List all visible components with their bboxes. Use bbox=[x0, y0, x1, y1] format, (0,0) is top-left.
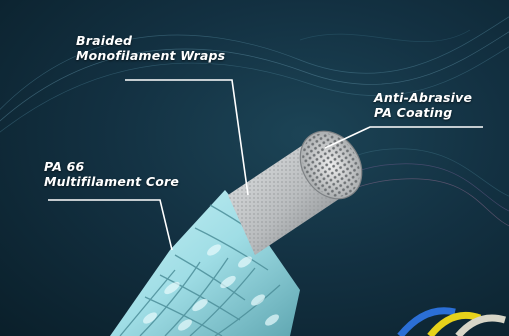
accent-rings bbox=[400, 311, 505, 336]
label-core-line1: PA 66 bbox=[44, 159, 179, 174]
label-anti-abrasive-coating: Anti-Abrasive PA Coating bbox=[374, 90, 472, 120]
label-braided-line2: Monofilament Wraps bbox=[76, 48, 225, 63]
label-multifilament-core: PA 66 Multifilament Core bbox=[44, 159, 179, 189]
label-coating-line1: Anti-Abrasive bbox=[374, 90, 472, 105]
label-coating-line2: PA Coating bbox=[374, 105, 472, 120]
core-cylinder bbox=[228, 119, 374, 255]
label-braided-monofilament-wraps: Braided Monofilament Wraps bbox=[76, 33, 225, 63]
label-core-line2: Multifilament Core bbox=[44, 174, 179, 189]
leader-line-core bbox=[48, 200, 172, 250]
label-braided-line1: Braided bbox=[76, 33, 225, 48]
